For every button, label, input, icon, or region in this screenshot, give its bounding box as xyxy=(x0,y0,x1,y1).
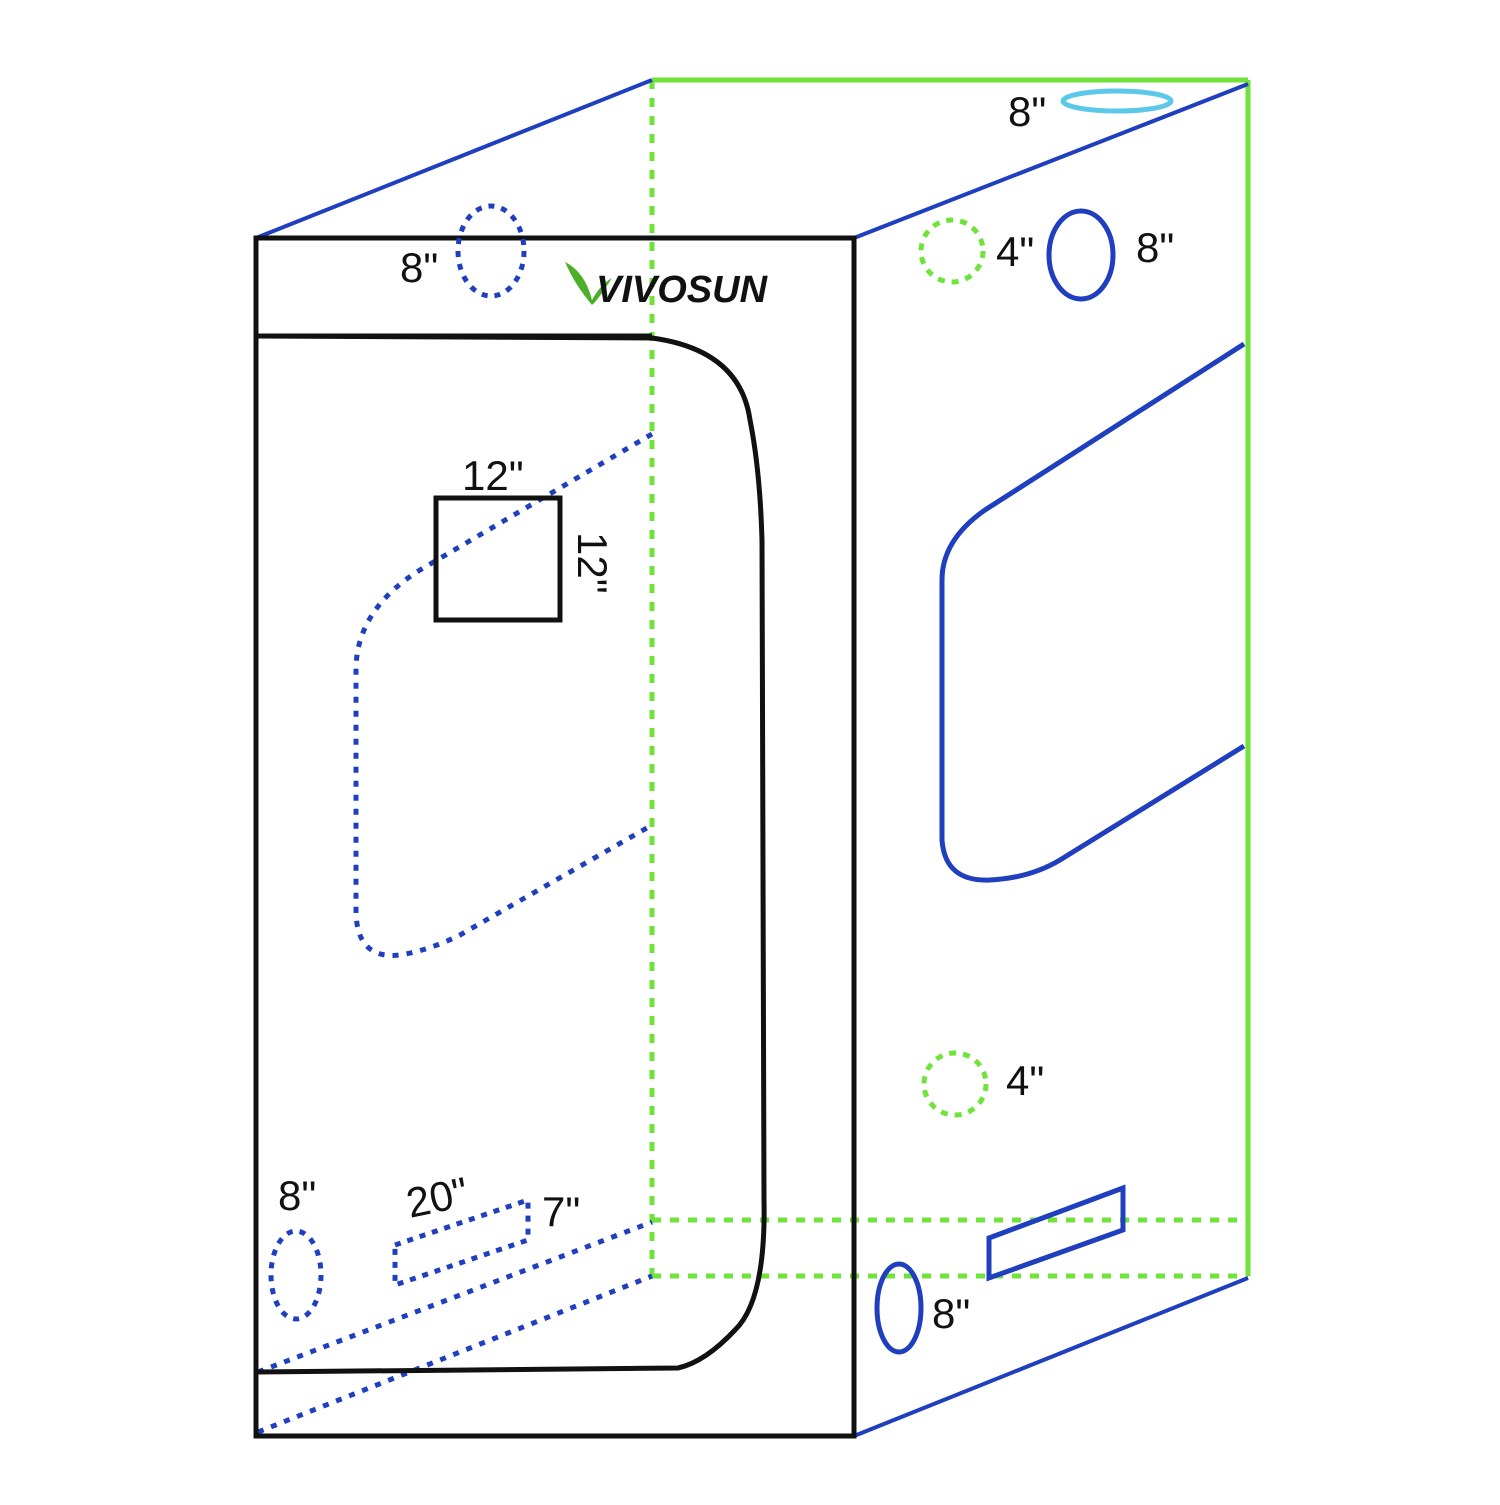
top-vent xyxy=(1060,88,1174,114)
right-bottom-vent xyxy=(874,1261,924,1355)
side-window-outline xyxy=(939,341,1246,883)
label-left-bottom-vent: 8" xyxy=(278,1172,316,1219)
bottom-slot xyxy=(392,1196,531,1289)
label-bottom-slot-height: 7" xyxy=(542,1188,580,1235)
hidden-edges xyxy=(649,80,1248,1279)
hidden-floor-edge-1 xyxy=(257,1219,653,1375)
label-right-lower-small-vent: 4" xyxy=(1006,1057,1044,1104)
side-edges xyxy=(255,78,1249,1438)
logo-text: VIVOSUN xyxy=(596,269,769,311)
top-left-edge xyxy=(255,78,653,240)
label-bottom-slot-width: 20" xyxy=(402,1168,472,1227)
dimension-labels: 8" 8" 4" 8" 12" 12" 4" 8" 20" 7" 8" xyxy=(278,88,1174,1337)
vivosun-logo: VIVOSUN xyxy=(565,262,769,311)
label-right-bottom-vent: 8" xyxy=(932,1290,970,1337)
right-upper-large-vent xyxy=(1046,208,1116,302)
front-hidden-vents xyxy=(268,203,531,1322)
label-top-vent: 8" xyxy=(1008,88,1046,135)
side-panel xyxy=(874,208,1246,1355)
front-door-outline xyxy=(255,333,767,1375)
label-window-width: 12" xyxy=(462,452,524,499)
hidden-left-edges xyxy=(257,431,654,1435)
back-outline xyxy=(652,77,1251,1276)
logo-leaf-icon xyxy=(565,262,612,305)
label-right-upper-small-vent: 4" xyxy=(996,228,1034,275)
left-top-vent xyxy=(455,203,527,299)
right-bottom-slot xyxy=(986,1184,1126,1282)
right-lower-small-vent xyxy=(921,1050,989,1118)
hidden-floor-edge-2 xyxy=(257,1273,653,1435)
window-opening xyxy=(433,495,563,623)
front-panel xyxy=(253,235,857,1439)
bottom-right-edge xyxy=(853,1276,1249,1438)
top-right-edge xyxy=(853,82,1249,240)
left-side-window-hidden xyxy=(353,431,654,958)
label-right-upper-large-vent: 8" xyxy=(1136,224,1174,271)
front-outline xyxy=(253,235,857,1439)
left-bottom-vent xyxy=(268,1228,324,1322)
label-window-height: 12" xyxy=(569,532,616,594)
green-vents xyxy=(918,217,989,1118)
label-left-top-vent: 8" xyxy=(400,244,438,291)
right-upper-small-vent xyxy=(918,217,986,285)
